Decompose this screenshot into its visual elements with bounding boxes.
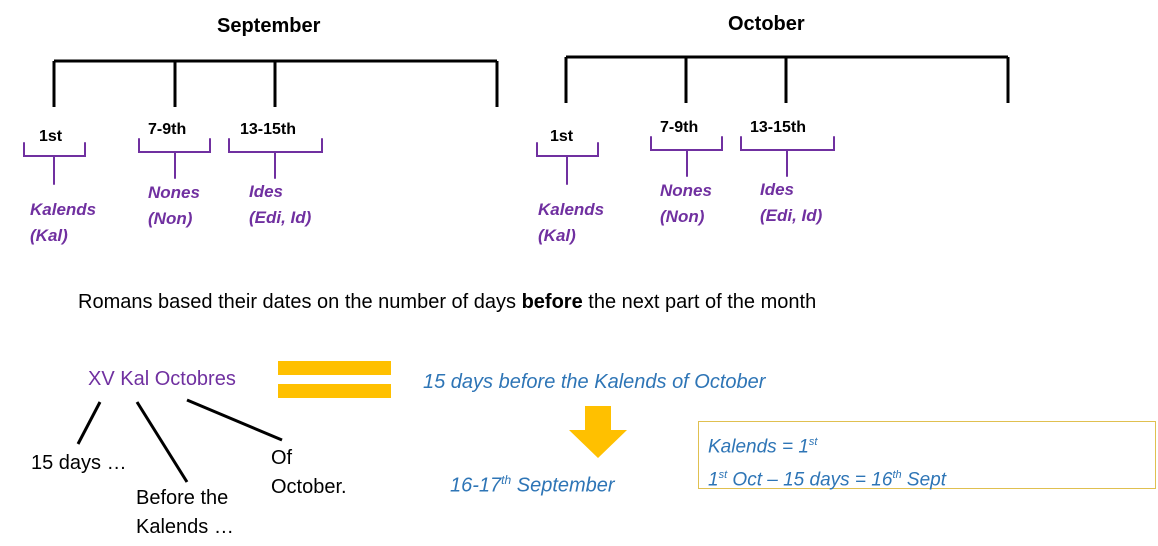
september-title: September xyxy=(217,15,321,37)
september-kalends-label: Kalends (Kal) xyxy=(30,197,96,249)
september-ides-brace xyxy=(228,138,323,179)
note-superscript: st xyxy=(808,436,818,448)
september-nones-brace xyxy=(138,138,211,179)
september-ides-label: Ides (Edi, Id) xyxy=(249,179,311,231)
september-nones-label: Nones (Non) xyxy=(148,180,200,232)
september-day-nones: 7-9th xyxy=(148,121,187,138)
calculation-note-box: Kalends = 1st 1st Oct – 15 days = 16th S… xyxy=(698,421,1156,491)
note-line-1: Kalends = 1st xyxy=(708,428,1155,461)
september-kalends-brace xyxy=(23,142,86,185)
result-date-suffix: September xyxy=(511,474,615,497)
note-line-2: 1st Oct – 15 days = 16th Sept xyxy=(708,461,1155,494)
roman-date: XV Kal Octobres xyxy=(88,368,236,390)
breakdown-line: Of xyxy=(271,447,293,469)
breakdown-line: Kalends … xyxy=(136,516,234,538)
note-text: Kalends = 1 xyxy=(708,436,809,458)
note-text: 1 xyxy=(708,469,719,491)
september-day-ides: 13-15th xyxy=(240,121,297,138)
equals-bar-bottom xyxy=(278,384,391,398)
translation-text: 15 days before the Kalends of October xyxy=(423,371,766,393)
note-superscript: th xyxy=(892,469,902,482)
october-nones-brace xyxy=(650,136,723,177)
part-name: Ides xyxy=(760,180,795,199)
sentence-bold-word: before xyxy=(521,291,583,313)
october-nones-label: Nones (Non) xyxy=(660,178,712,230)
breakdown-of-october: Of October. xyxy=(271,444,347,502)
october-kalends-label: Kalends (Kal) xyxy=(538,197,604,249)
pointer-line-before-the-kalends xyxy=(135,401,189,483)
note-text: Oct – 15 days = 16 xyxy=(727,469,893,491)
equals-sign xyxy=(278,361,391,398)
breakdown-before-the-kalends: Before the Kalends … xyxy=(136,484,234,542)
part-name: Nones xyxy=(660,181,712,200)
result-date-prefix: 16-17 xyxy=(450,474,502,497)
note-superscript: st xyxy=(718,469,728,482)
explanation-sentence: Romans based their dates on the number o… xyxy=(78,290,816,314)
sentence-start: Romans based their dates on the number o… xyxy=(78,291,522,313)
part-name: Ides xyxy=(249,182,284,201)
result-date: 16-17th September xyxy=(450,473,615,498)
part-abbreviation: (Non) xyxy=(148,209,193,228)
note-text: Sept xyxy=(901,469,946,491)
part-name: Kalends xyxy=(30,200,97,219)
equals-bar-top xyxy=(278,361,391,375)
result-date-superscript: th xyxy=(501,473,512,487)
october-day-1st: 1st xyxy=(550,128,574,145)
october-day-ides: 13-15th xyxy=(750,119,807,136)
breakdown-line: Before the xyxy=(136,487,229,509)
october-timeline xyxy=(564,55,1010,103)
part-abbreviation: (Kal) xyxy=(30,226,68,245)
part-abbreviation: (Non) xyxy=(660,207,705,226)
part-abbreviation: (Kal) xyxy=(538,226,576,245)
down-arrow-icon xyxy=(569,406,627,458)
part-abbreviation: (Edi, Id) xyxy=(760,206,823,225)
sentence-end: the next part of the month xyxy=(582,291,817,313)
october-day-nones: 7-9th xyxy=(660,119,699,136)
breakdown-15-days: 15 days … xyxy=(31,452,127,474)
pointer-line-15-days xyxy=(76,401,102,445)
part-name: Nones xyxy=(148,183,200,202)
september-timeline xyxy=(52,59,499,107)
breakdown-line: October. xyxy=(271,476,347,498)
october-ides-label: Ides (Edi, Id) xyxy=(760,177,822,229)
october-ides-brace xyxy=(740,136,835,177)
part-name: Kalends xyxy=(538,200,605,219)
september-day-1st: 1st xyxy=(39,128,63,145)
october-title: October xyxy=(728,13,805,35)
pointer-line-of-october xyxy=(186,398,283,442)
part-abbreviation: (Edi, Id) xyxy=(249,208,312,227)
october-kalends-brace xyxy=(536,142,599,185)
